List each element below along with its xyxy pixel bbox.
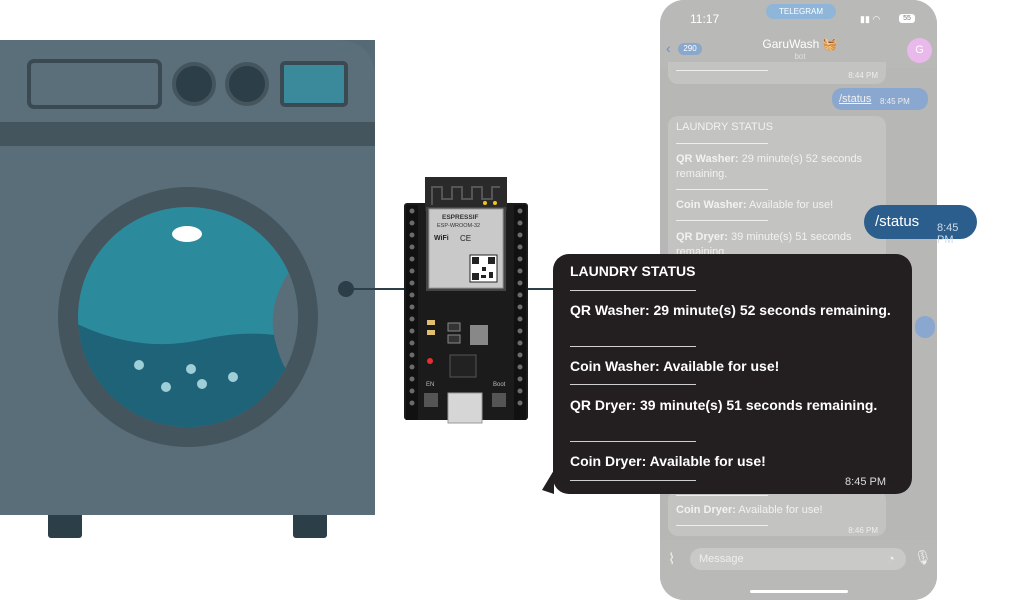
battery-indicator: 55: [899, 14, 915, 23]
board-brand: ESPRESSIF: [442, 214, 479, 221]
chat-title: GaruWash 🧺: [762, 37, 838, 51]
coin-dryer-line: Coin Dryer: Available for use!: [676, 504, 823, 516]
laundry-status-bubble: LAUNDRY STATUS QR Washer: 29 minute(s) 5…: [553, 254, 912, 494]
status-time: 11:17: [690, 12, 720, 26]
washer-button: [280, 61, 348, 107]
laundry-status-time: 8:45 PM: [845, 476, 886, 488]
board-pin-header-left: [406, 205, 418, 420]
board-ce: CE: [460, 234, 471, 243]
chat-subtitle: bot: [794, 52, 806, 61]
message-time: 8:44 PM: [848, 71, 878, 80]
status-command-link[interactable]: /status: [839, 93, 872, 105]
board-chip: [449, 354, 477, 378]
reply-title: LAUNDRY STATUS: [676, 121, 773, 133]
bubble-dot: [228, 372, 238, 382]
message-input[interactable]: Message: [690, 548, 906, 570]
message-bubble-outgoing: [915, 316, 935, 338]
board-wifi: WiFi: [434, 235, 449, 242]
home-indicator: [750, 590, 848, 593]
coin-washer-line: Coin Washer: Available for use!: [676, 199, 834, 211]
coin-washer-status: Coin Washer: Available for use!: [570, 358, 780, 374]
status-command-bubble: /status 8:45 PM: [864, 205, 977, 246]
back-unread-badge[interactable]: 290: [678, 43, 702, 55]
washer-foot-right: [293, 510, 327, 538]
washer-display: [27, 59, 162, 109]
message-time: 8:46 PM: [848, 526, 878, 535]
board-boot-button: [492, 393, 506, 407]
bubble-dot: [134, 360, 144, 370]
bubble-tail: [542, 470, 554, 494]
status-command-time: 8:45 PM: [937, 222, 959, 246]
message-bubble-incoming: LAUNDRY STATUS QR Washer: 29 minute(s) 5…: [668, 116, 886, 266]
board-en-label: EN: [426, 382, 434, 388]
board-antenna: [425, 177, 507, 211]
attach-icon[interactable]: ⌇: [668, 551, 676, 568]
washer-knob-2: [225, 62, 269, 106]
avatar[interactable]: G: [907, 38, 932, 63]
board-model: ESP-WROOM-32: [437, 223, 480, 229]
status-command-text: /status: [875, 213, 920, 230]
message-time: 8:45 PM: [880, 97, 910, 106]
washer-glare: [172, 226, 202, 242]
board-led: [427, 358, 433, 364]
washer-foot-left: [48, 510, 82, 538]
washing-machine: [0, 40, 375, 538]
washer-door-hinge: [272, 260, 298, 376]
esp32-board: ESPRESSIF ESP-WROOM-32 WiFi CE EN Boot: [404, 177, 528, 424]
qr-washer-line: QR Washer: 29 minute(s) 52 seconds remai…: [676, 153, 863, 180]
laundry-status-title: LAUNDRY STATUS: [570, 263, 696, 279]
message-bubble-incoming: Coin Dryer: Available for use! 8:46 PM: [668, 490, 886, 536]
message-bubble-incoming: 8:44 PM: [668, 62, 886, 84]
bubble-dot: [186, 364, 196, 374]
washer-knob-1: [172, 62, 216, 106]
coin-dryer-status: Coin Dryer: Available for use!: [570, 453, 766, 469]
signal-wifi-icon: ▮▮ ◠: [860, 14, 881, 24]
board-boot-label: Boot: [493, 382, 506, 388]
sticker-icon[interactable]: ◔: [887, 551, 895, 566]
qr-washer-status: QR Washer: 29 minute(s) 52 seconds remai…: [570, 302, 891, 318]
message-bubble-outgoing: /status 8:45 PM: [832, 88, 928, 110]
board-usb-port: [447, 392, 483, 424]
back-chevron-icon[interactable]: ‹: [666, 40, 671, 56]
board-pin-header-right: [514, 205, 526, 420]
board-en-button: [424, 393, 438, 407]
microphone-icon[interactable]: 🎙: [914, 549, 932, 565]
bubble-dot: [161, 382, 171, 392]
qr-dryer-status: QR Dryer: 39 minute(s) 51 seconds remain…: [570, 397, 878, 413]
bubble-dot: [197, 379, 207, 389]
washer-stripe: [0, 122, 375, 146]
telegram-pill[interactable]: TELEGRAM: [766, 4, 836, 19]
